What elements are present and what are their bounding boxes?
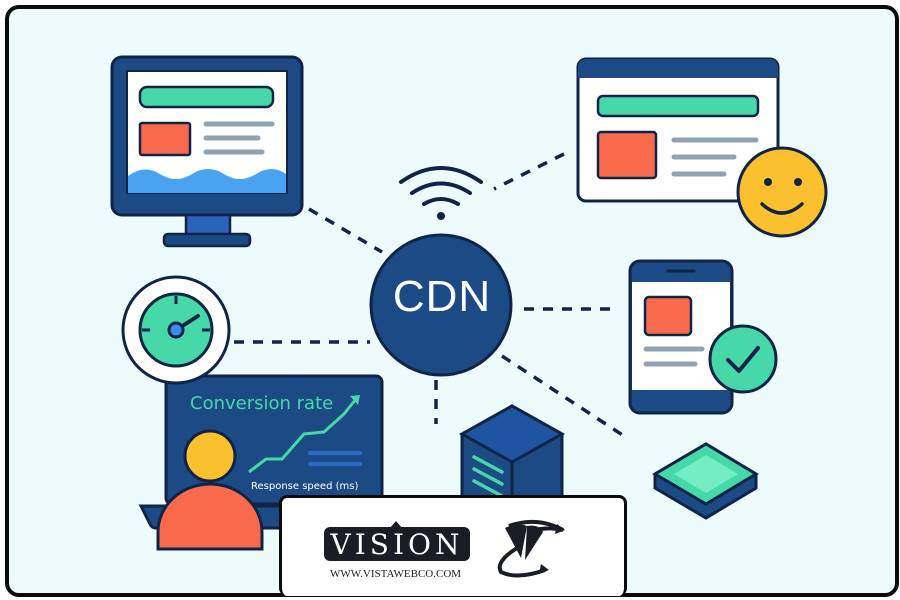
vistawebco-url-text: WWW.VISTAWEBCO.COM xyxy=(330,568,462,580)
wifi-icon xyxy=(399,166,483,220)
conversion-rate-label: Conversion rate xyxy=(190,393,334,414)
vision-brand-wordmark: VISION xyxy=(324,521,470,561)
cdn-label: CDN xyxy=(392,272,492,321)
diagram-frame: CDN Conversion rate Response speed (ms) xyxy=(5,5,899,597)
checkmark-icon xyxy=(708,324,778,394)
smiley-face-icon xyxy=(736,146,828,238)
green-tile-icon xyxy=(652,442,759,520)
server-box-icon xyxy=(458,404,566,506)
monitor-icon xyxy=(110,55,304,248)
person-avatar-icon xyxy=(156,429,264,551)
vision-logo-card: VISION WWW.VISTAWEBCO.COM xyxy=(279,495,627,596)
vision-swirl-logo-icon xyxy=(497,519,565,578)
cdn-node xyxy=(369,233,513,377)
response-speed-label: Response speed (ms) xyxy=(251,481,359,492)
browser-window-icon xyxy=(576,57,780,203)
phone-icon xyxy=(628,259,734,415)
cdn-diagram xyxy=(110,55,828,551)
connector-lines xyxy=(234,152,625,438)
stopwatch-icon xyxy=(121,275,231,385)
